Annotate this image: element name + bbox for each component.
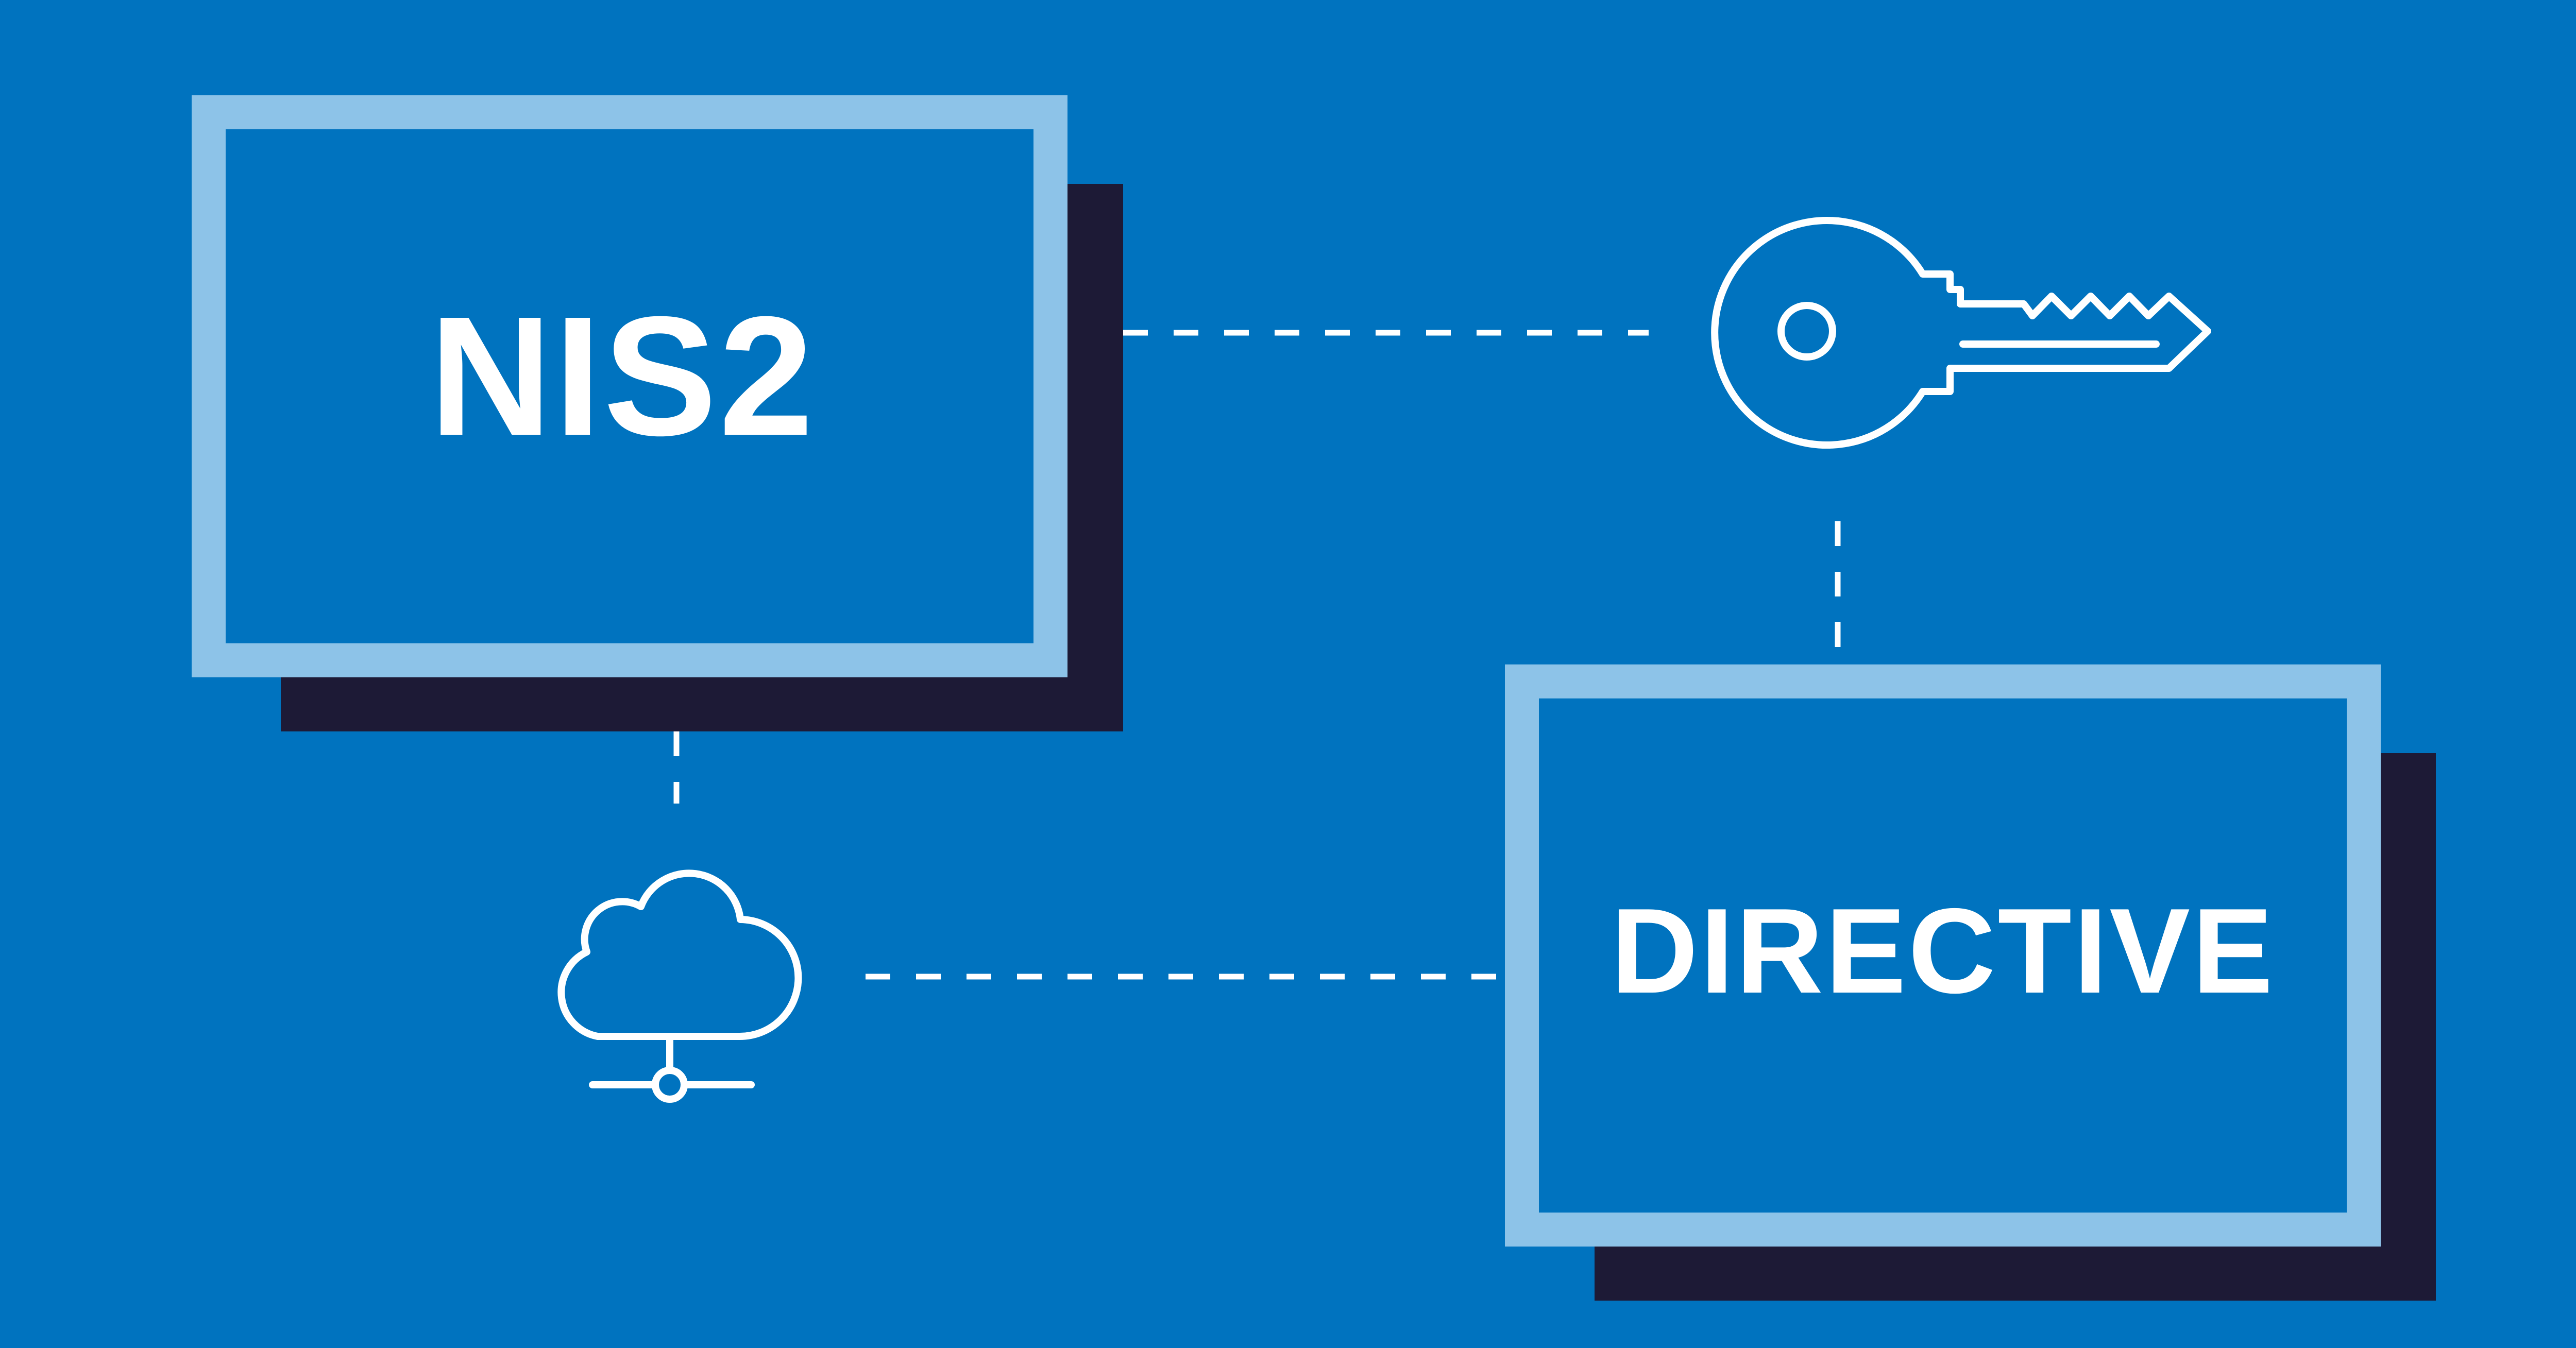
cloud-network-icon <box>557 869 802 1103</box>
key-icon <box>1711 217 2211 449</box>
nis2-box: NIS2 <box>192 95 1067 677</box>
nis2-label: NIS2 <box>429 281 816 471</box>
directive-label: DIRECTIVE <box>1611 882 2275 1018</box>
directive-box: DIRECTIVE <box>1505 664 2381 1247</box>
